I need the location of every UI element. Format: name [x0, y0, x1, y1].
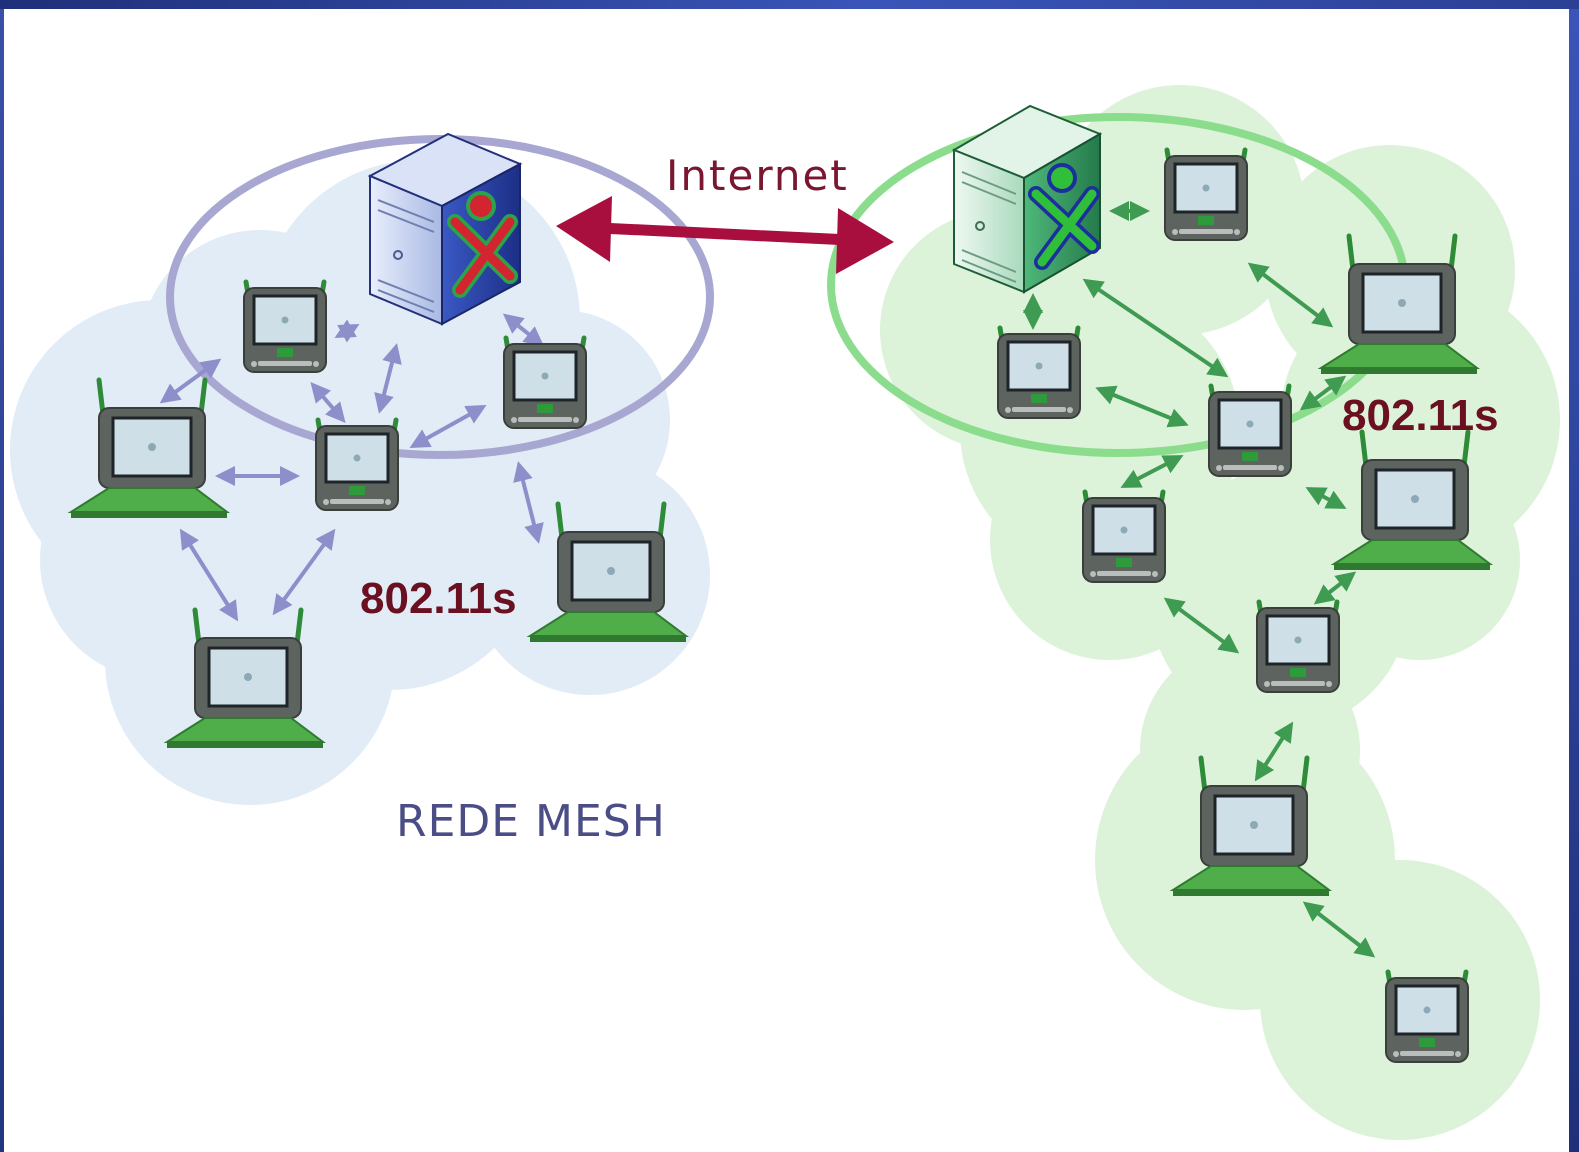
right-school-server-icon: [951, 104, 1103, 294]
internet-link-arrow: [556, 196, 894, 274]
left-frame-border: [0, 9, 4, 1152]
left-mesh-links: [159, 313, 545, 622]
right-laptop-tablet-3: [1083, 492, 1165, 582]
right-protocol-label: 802.11s: [1342, 391, 1499, 440]
left-school-server-icon: [367, 132, 523, 326]
left-protocol-label: 802.11s: [360, 574, 517, 623]
left-laptop-tablet-1: [244, 282, 326, 372]
internet-label: Internet: [666, 151, 849, 200]
right-mesh-links: [1023, 201, 1376, 958]
right-laptop-tablet-5: [1386, 972, 1468, 1062]
right-frame-border: [1569, 9, 1579, 1152]
mesh-network-title: REDE MESH: [396, 796, 666, 847]
right-laptop-tablet-2: [998, 328, 1080, 418]
left-laptop-tablet-center: [316, 420, 398, 510]
right-laptop-tablet-4: [1257, 602, 1339, 692]
left-laptop-tablet-2: [504, 338, 586, 428]
right-laptop-tablet-1: [1165, 150, 1247, 240]
top-frame-bar: [0, 0, 1579, 9]
right-laptop-tablet-center: [1209, 386, 1291, 476]
